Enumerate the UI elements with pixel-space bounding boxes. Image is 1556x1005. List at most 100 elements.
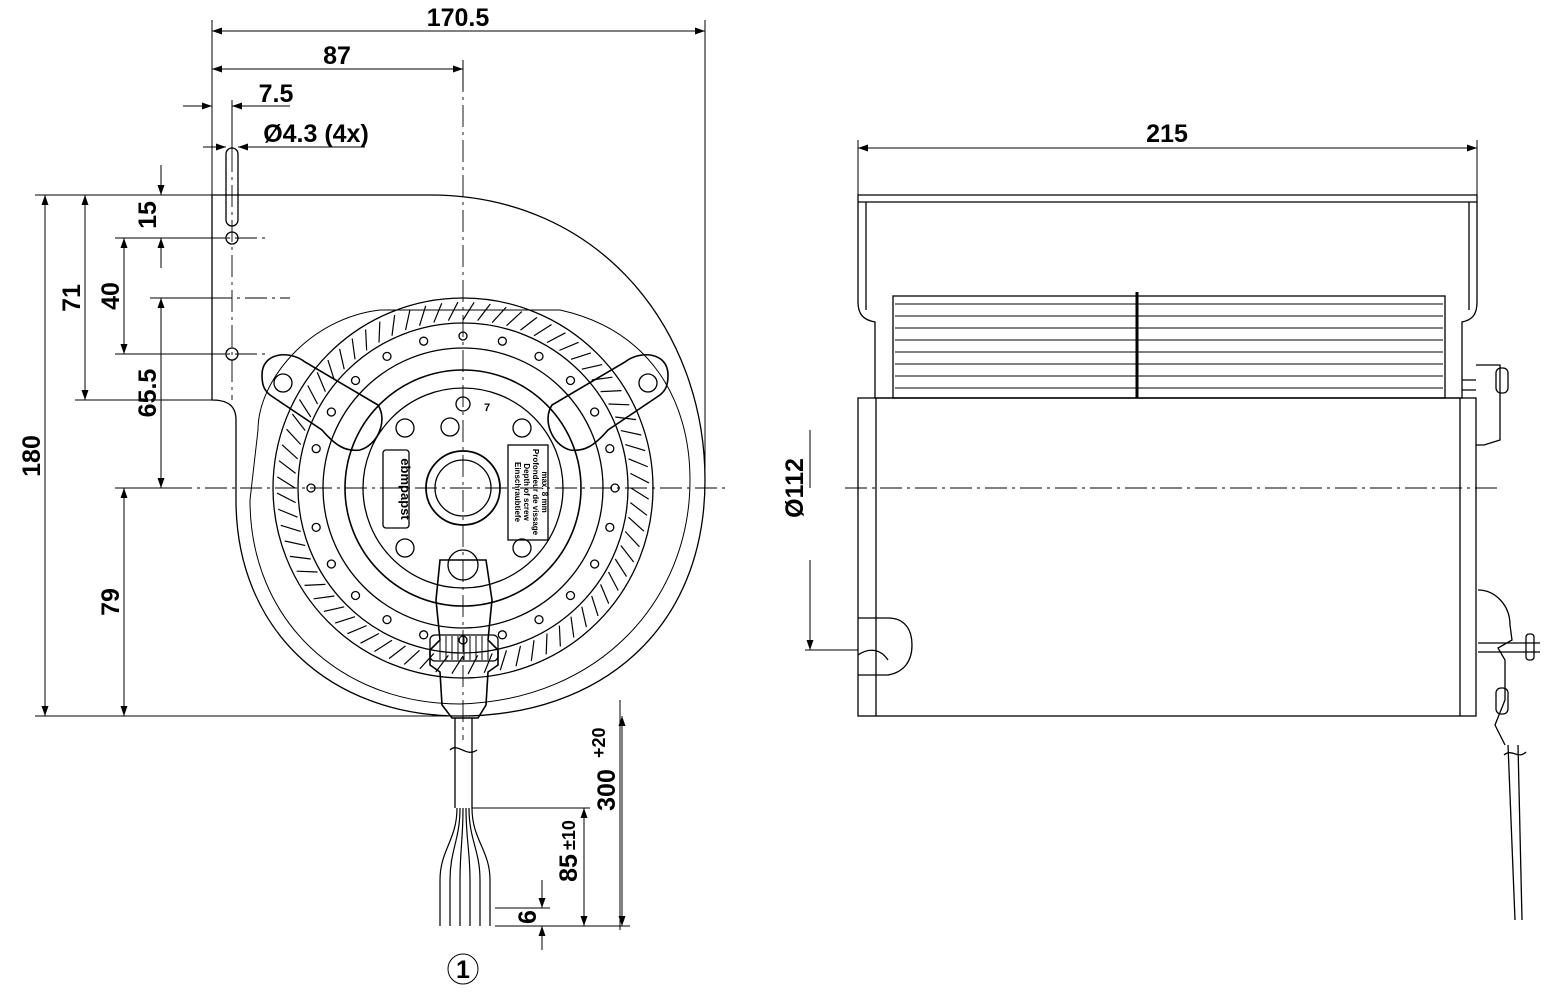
- ring-hole: [326, 559, 337, 569]
- blade-mark: [570, 616, 575, 638]
- blade-mark: [630, 487, 649, 500]
- ring-hole: [419, 630, 429, 640]
- ring-hole: [311, 522, 321, 532]
- blade-mark: [284, 540, 306, 547]
- gland-clamp: [429, 634, 499, 662]
- dim-side-diameter: Ø112: [781, 458, 809, 518]
- blade-mark: [447, 301, 459, 321]
- ring-hole: [534, 351, 544, 362]
- ring-hole: [589, 407, 600, 417]
- ring-hole: [382, 351, 392, 362]
- blade-mark: [351, 338, 356, 360]
- ring-hole: [565, 590, 576, 601]
- impeller-blades: [276, 301, 650, 675]
- dim-hole-spec: Ø4.3 (4x): [263, 120, 369, 148]
- ring-hole: [419, 336, 429, 346]
- blade-mark: [620, 429, 642, 436]
- cable-break: [449, 747, 478, 753]
- blade-mark: [276, 492, 296, 504]
- dim-hub-offset: 87: [323, 42, 351, 70]
- blade-mark: [591, 595, 599, 617]
- impeller-side-blades: [895, 303, 1443, 389]
- blade-mark: [546, 332, 566, 344]
- blade-mark: [323, 606, 345, 612]
- blade-mark: [451, 655, 464, 674]
- centre-lines: [170, 70, 725, 740]
- mount-hole-right: [638, 373, 658, 393]
- mount-arm-right: [547, 354, 669, 452]
- blade-mark: [365, 329, 368, 351]
- blade-mark: [403, 649, 420, 665]
- blade-mark: [545, 633, 548, 655]
- dim-slot-offset: 7.5: [259, 80, 294, 108]
- cable: [454, 718, 473, 808]
- cable-gland: [429, 559, 499, 719]
- ring-hole: [605, 522, 615, 532]
- housing-inner: [249, 309, 691, 705]
- blade-mark: [304, 583, 326, 586]
- brand-plate: [382, 449, 410, 529]
- ring-hole: [311, 444, 321, 454]
- ring-hole: [534, 614, 544, 625]
- blade-mark: [558, 625, 561, 647]
- dim-79: 79: [97, 588, 125, 616]
- side-gland-cap: [1525, 633, 1535, 661]
- blade-mark: [628, 458, 649, 468]
- side-dimension-labels: 215 Ø112: [781, 120, 1188, 518]
- hub-labels: ebmpapst Einschraubtiefe Depth of screw …: [398, 402, 549, 536]
- blade-mark: [628, 516, 645, 532]
- front-dimensions: [35, 20, 706, 985]
- housing-outline: [211, 194, 706, 717]
- ring-hole: [497, 336, 507, 346]
- dim-strip-length: 85: [555, 854, 583, 882]
- blade-mark: [316, 372, 326, 392]
- screw-br: [512, 538, 532, 558]
- blade-mark: [339, 348, 345, 370]
- dim-strip-length-tol: ±10: [559, 820, 579, 850]
- ring-hole: [589, 559, 600, 569]
- mount-arm-left: [261, 354, 383, 452]
- blade-mark: [286, 428, 302, 445]
- earth-symbol: [440, 417, 460, 437]
- blade-mark: [313, 595, 335, 600]
- blade-mark: [530, 640, 535, 662]
- blade-mark: [600, 584, 610, 604]
- housing-clip: [857, 617, 913, 676]
- blade-mark: [608, 403, 630, 406]
- dim-71: 71: [58, 284, 86, 312]
- blade-mark: [327, 359, 335, 381]
- blade-mark: [296, 570, 318, 573]
- dim-side-width: 215: [1146, 120, 1188, 148]
- blade-mark: [404, 309, 411, 331]
- ring-hole: [382, 614, 392, 625]
- callout-circle: [447, 953, 479, 985]
- blade-mark: [281, 444, 298, 460]
- housing-side: [857, 397, 1477, 717]
- blade-mark: [419, 653, 435, 670]
- blade-mark: [280, 524, 301, 533]
- wire: [439, 807, 458, 926]
- blade-mark: [298, 399, 312, 418]
- blade-mark: [607, 571, 619, 591]
- wire: [468, 807, 481, 926]
- side-bracket-lower: [1495, 687, 1509, 715]
- blade-mark: [570, 352, 592, 360]
- front-dimension-labels: 170.5 87 7.5 Ø4.3 (4x) 15 40 71 65.5 180…: [18, 4, 621, 984]
- blade-mark: [483, 653, 493, 674]
- brand-label: ebmpapst: [398, 458, 413, 520]
- blade-mark: [629, 502, 648, 516]
- blade-mark: [581, 364, 603, 370]
- blade-mark: [418, 305, 427, 326]
- blade-mark: [625, 443, 646, 452]
- blade-mark: [374, 639, 393, 653]
- dim-40: 40: [97, 282, 125, 310]
- ring-hole: [605, 444, 615, 454]
- blade-mark: [277, 508, 298, 518]
- blade-mark: [614, 558, 628, 577]
- dim-cable-length-tol: +20: [589, 727, 609, 758]
- blade-mark: [600, 390, 622, 393]
- blade-mark: [360, 632, 380, 644]
- blade-mark: [499, 650, 508, 671]
- blade-mark: [477, 303, 491, 322]
